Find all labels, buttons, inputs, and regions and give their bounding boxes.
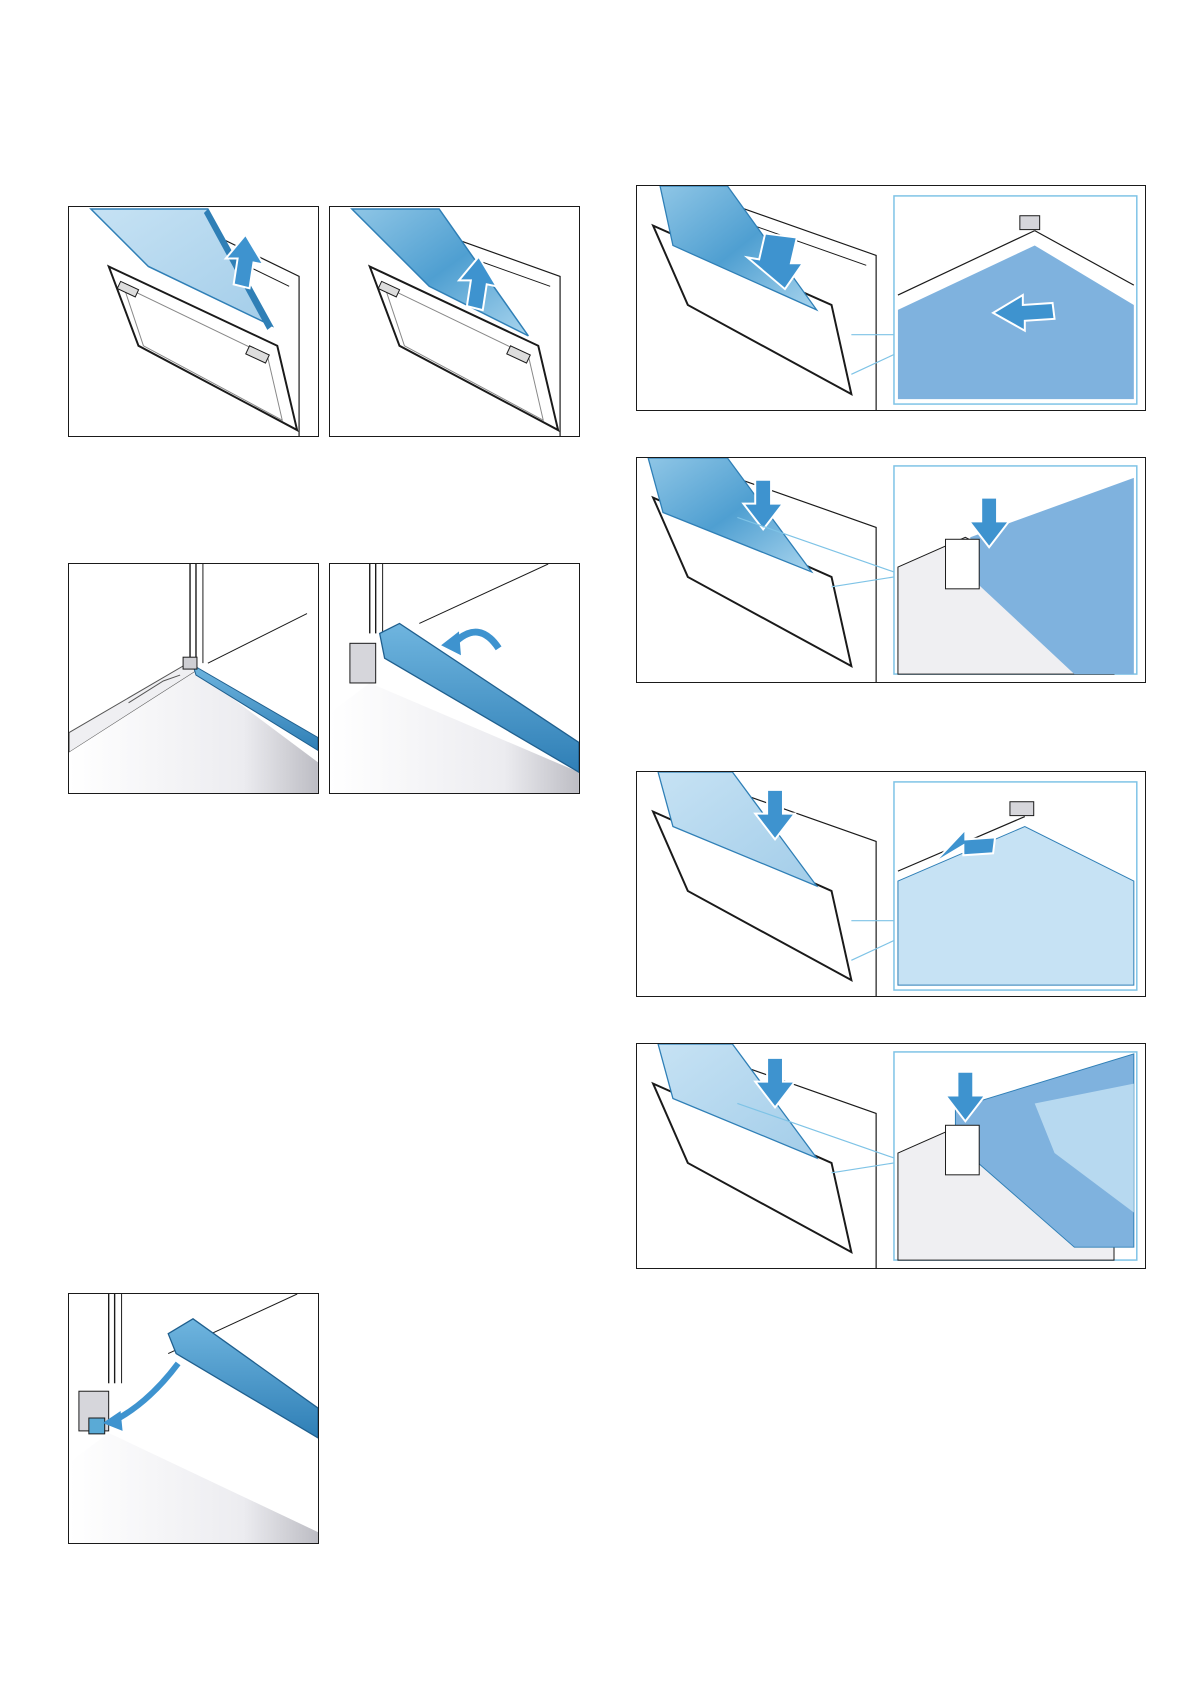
insert-illustration [637,772,1145,996]
curved-arrow-icon [441,631,498,655]
figure-lift-outer-pane [68,206,319,437]
figure-insert-pane-slide-in [636,185,1146,411]
figure-remove-clip [68,1293,319,1544]
figure-seal-in-corner [68,563,319,794]
insert-illustration [637,186,1145,410]
seal-illustration [69,564,318,793]
seal-illustration [330,564,579,793]
figure-lift-inner-pane [329,206,580,437]
figure-insert-pane-press-down [636,457,1146,683]
door-illustration [330,207,579,436]
figure-insert-outer-press-down [636,1043,1146,1269]
figure-insert-outer-slide-in [636,771,1146,997]
insert-illustration [637,458,1145,682]
door-illustration [69,207,318,436]
clip-illustration [69,1294,318,1543]
figure-fold-seal-up [329,563,580,794]
insert-illustration [637,1044,1145,1268]
